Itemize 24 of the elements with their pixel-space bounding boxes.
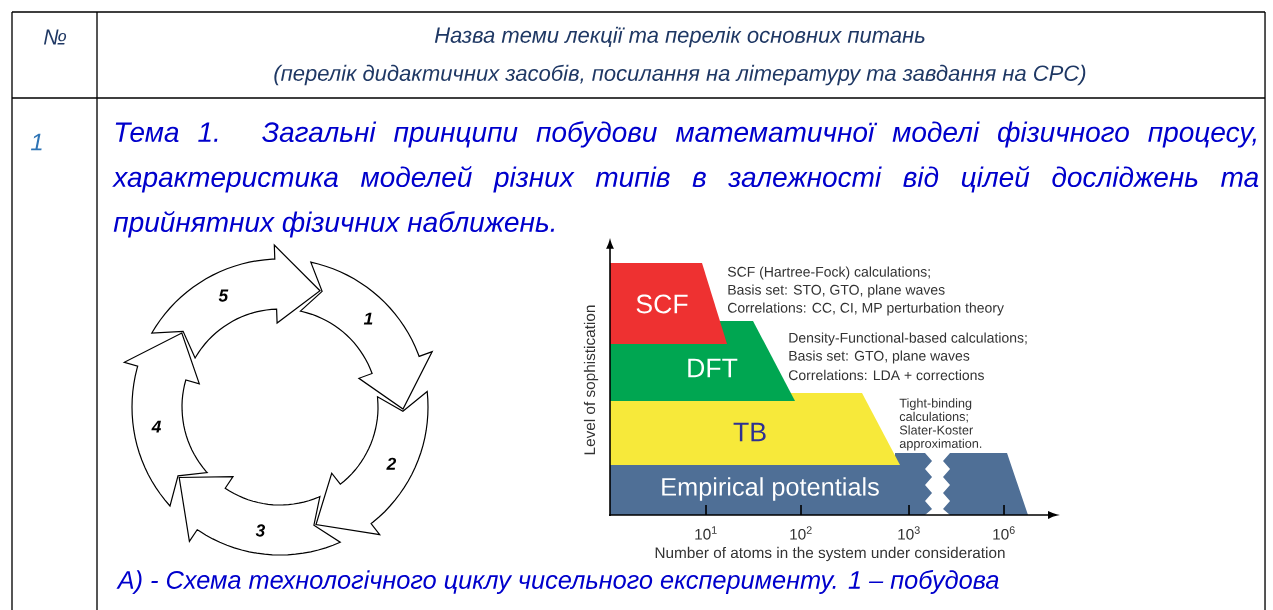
segment-number: 3 [255, 524, 266, 537]
segment-number: 1 [363, 312, 373, 325]
description-text: Tight-binding calculations; Slater-Koster approximation. [899, 398, 982, 451]
tick-label: 10$^{6}$ [993, 526, 1015, 540]
band-label: TB [733, 422, 766, 442]
table-header: Назва теми лекції та перелік основних питань [434, 26, 925, 48]
axis-title: Level of sophistication [583, 305, 599, 455]
segment-number: 2 [386, 457, 397, 470]
table-header: № [44, 29, 67, 45]
topic-text: Тема 1. Загальні принципи побудови математичної моделі фізичного процесу, характеристика моделей різних типів в залежності від цілей досліджень та прийнятних фізичних наближень. [112, 121, 1259, 238]
band-label: DFT [688, 358, 738, 378]
figure-caption: А) - Схема технологічного циклу чисельного експерименту. 1 – побудова [116, 570, 999, 594]
description-text: Density-Functional-based calculations; [789, 332, 1027, 346]
band-label: SCF [636, 294, 688, 314]
description-text: SCF (Hartree-Fock) calculations; [727, 266, 930, 280]
segment-number: 5 [218, 289, 229, 302]
description-text: Basis set: GTO, plane waves [789, 350, 970, 364]
row-number: 1 [30, 133, 42, 151]
axis-title: Number of atoms in the system under consideration [655, 546, 1005, 562]
description-text: Correlations: LDA + corrections [789, 369, 984, 381]
description-text: Basis set: STO, GTO, plane waves [728, 284, 945, 298]
table-header: (перелік дидактичних засобів, посилання на літературу та завдання на СРС) [274, 64, 1086, 86]
description-text: Correlations: CC, CI, MP perturbation theory [728, 302, 1004, 316]
segment-number: 4 [151, 420, 162, 433]
